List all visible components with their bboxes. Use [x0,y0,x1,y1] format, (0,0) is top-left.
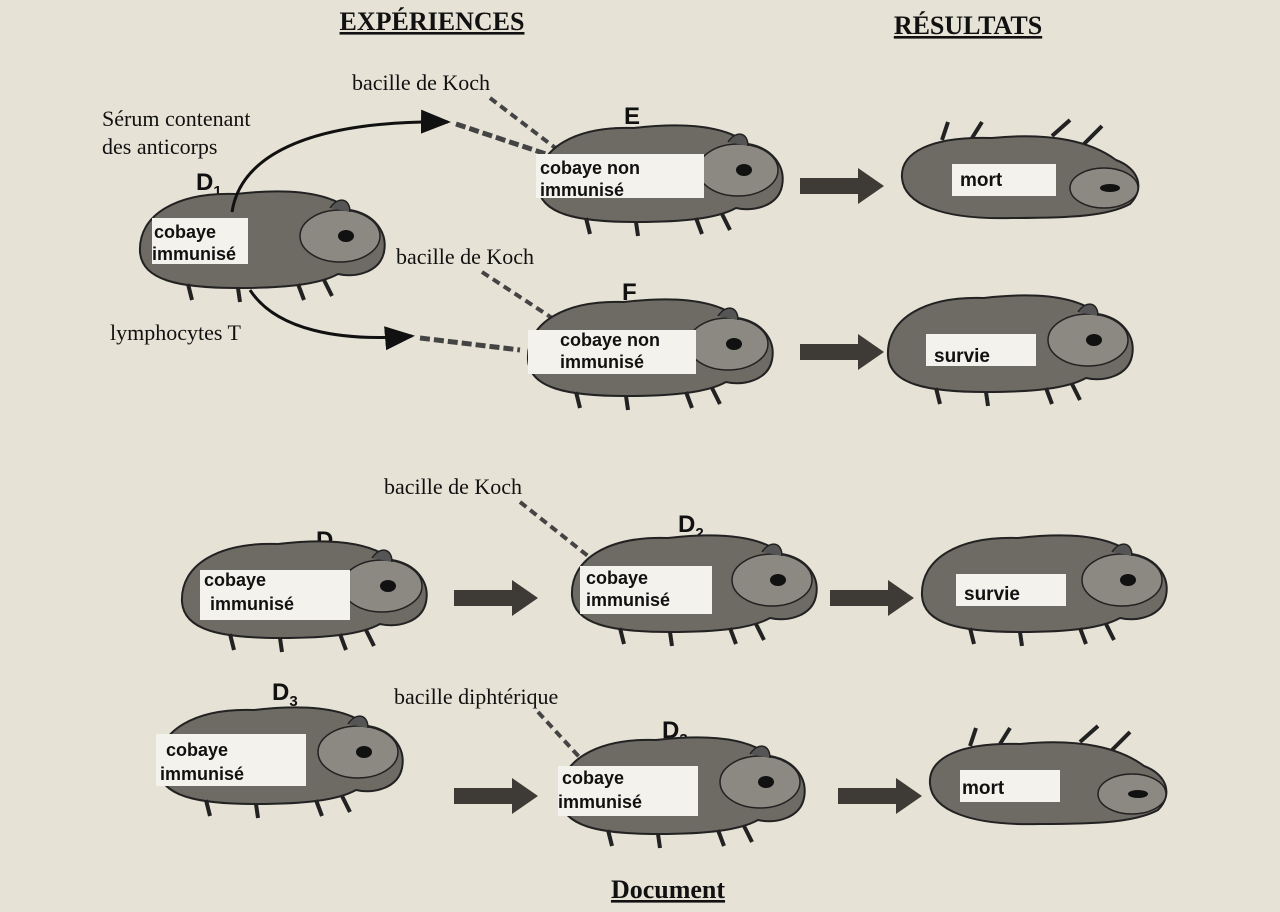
d1-label-line1: cobaye [154,222,216,242]
donor-label-d3-left: D3 [272,679,298,710]
koch-syringe-1 [488,96,560,152]
result-guinea-pig-4 [927,724,1169,827]
transfer-arrow-d2 [454,580,538,616]
d1-label-line2: immunisé [152,244,236,264]
d2-challenged-label-line1: cobaye [586,568,648,588]
result-guinea-pig-2 [885,293,1135,408]
result-label-2: survie [934,346,990,367]
koch-syringe-2 [480,270,554,320]
d2-donor-label-line1: cobaye [204,570,266,590]
f-label-line1: cobaye non [560,330,660,350]
recipient-label-e: E [624,103,640,130]
caption-document: Document [611,875,725,904]
bacille-koch-label-2: bacille de Koch [396,244,534,269]
serum-transfer-arrow [230,109,451,213]
donor-label-d2-right: D2 [678,511,704,542]
serum-label-line2: des anticorps [102,134,217,159]
result-label-1: mort [960,170,1003,191]
result-arrow-4 [838,778,922,814]
d3-challenged-label-line2: immunisé [558,792,642,812]
koch-syringe-3 [518,500,590,558]
d3-donor-label-line1: cobaye [166,740,228,760]
e-label-line2: immunisé [540,180,624,200]
transfer-arrow-d3 [454,778,538,814]
result-arrow-2 [800,334,884,370]
diphtheria-syringe [536,710,584,762]
guinea-pig-d2-challenged [569,533,819,648]
e-label-line1: cobaye non [540,158,640,178]
recipient-label-f: F [622,279,637,306]
d2-challenged-label-line2: immunisé [586,590,670,610]
d2-donor-label-line2: immunisé [210,594,294,614]
lymphocyte-syringe [419,335,521,353]
result-label-3: survie [964,584,1020,605]
d3-donor-label-line2: immunisé [160,764,244,784]
serum-syringe [455,121,547,157]
bacille-koch-label-3: bacille de Koch [384,474,522,499]
bacille-koch-label-1: bacille de Koch [352,70,490,95]
heading-results: RÉSULTATS [894,11,1042,40]
result-guinea-pig-1 [899,118,1141,221]
guinea-pig-f [525,297,775,412]
result-arrow-1 [800,168,884,204]
f-label-line2: immunisé [560,352,644,372]
result-guinea-pig-3 [919,533,1169,648]
heading-experiences: EXPÉRIENCES [340,7,525,36]
result-label-4: mort [962,778,1005,799]
donor-label-d1: D1 [196,169,222,200]
guinea-pig-d1 [137,189,387,304]
lymphocyte-transfer-arrow [248,289,415,351]
result-arrow-3 [830,580,914,616]
guinea-pig-d3-challenged [557,735,807,850]
lymphocytes-label: lymphocytes T [110,320,242,345]
d3-challenged-label-line1: cobaye [562,768,624,788]
guinea-pig-d3-donor [155,705,405,820]
guinea-pig-e [535,123,785,238]
bacille-diphterique-label: bacille diphtérique [394,684,558,709]
serum-label-line1: Sérum contenant [102,106,250,131]
guinea-pig-d2-donor [179,539,429,654]
